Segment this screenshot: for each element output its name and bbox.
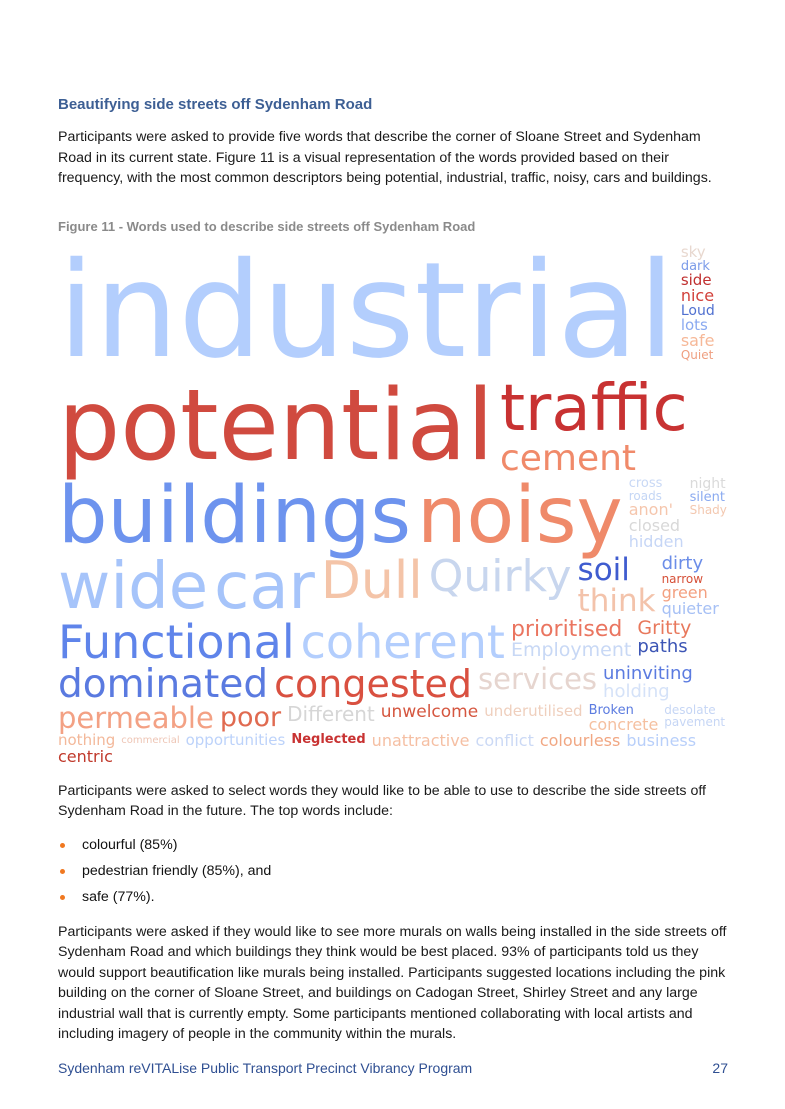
word: noisy <box>417 470 623 561</box>
word: wide <box>58 549 209 624</box>
word: anon' <box>628 499 673 519</box>
cloud-row: buildings noisy cross roads anon' closed… <box>58 477 730 555</box>
word: potential <box>58 368 494 483</box>
word: industrial <box>58 233 675 388</box>
word: conflict <box>475 730 534 750</box>
word: unwelcome <box>380 701 479 722</box>
word: car <box>214 549 315 624</box>
word: holding <box>603 680 670 702</box>
cloud-column: night silent Shady <box>690 477 727 516</box>
word: prioritised <box>510 616 623 642</box>
cloud-column: cross roads anon' closed hidden <box>629 477 684 550</box>
word: sky <box>680 242 706 261</box>
word: think <box>577 582 656 619</box>
word: nothing <box>58 730 116 749</box>
cloud-row: Functional coherent prioritised Employme… <box>58 614 730 669</box>
word: night <box>689 475 726 492</box>
cloud-column: sky dark side nice Loud lots safe Quiet <box>680 242 715 362</box>
cloud-row: industrial sky dark side nice Loud lots … <box>58 233 730 388</box>
list-item: pedestrian friendly (85%), and <box>58 862 730 888</box>
cloud-column: uninviting holding <box>603 662 693 702</box>
word: Quirky <box>428 550 572 602</box>
list-item: colourful (85%) <box>58 836 730 862</box>
word: Different <box>287 701 375 726</box>
figure-caption: Figure 11 - Words used to describe side … <box>58 218 476 234</box>
page-number: 27 <box>712 1060 728 1076</box>
word: silent <box>689 489 725 505</box>
section-title: Beautifying side streets off Sydenham Ro… <box>58 96 373 113</box>
cloud-column: Gritty paths <box>637 616 692 657</box>
word: paths <box>637 635 688 657</box>
word: services <box>478 661 598 696</box>
list-item: safe (77%). <box>58 888 730 914</box>
cloud-column: traffic cement <box>500 377 688 477</box>
cloud-row: potential traffic cement <box>58 377 730 477</box>
page-footer: Sydenham reVITALise Public Transport Pre… <box>58 1060 728 1077</box>
cloud-row: dominated congested services uninviting … <box>58 661 730 707</box>
footer-program-name: Sydenham reVITALise Public Transport Pre… <box>58 1060 473 1076</box>
word: cement <box>499 437 637 479</box>
cloud-column: dirty narrow green quieter <box>661 552 719 618</box>
word: congested <box>274 661 473 706</box>
word: quieter <box>661 598 719 618</box>
intro-paragraph: Participants were asked to provide five … <box>58 129 712 186</box>
word: uninviting <box>603 662 693 684</box>
word: side <box>680 270 712 289</box>
word: buildings <box>58 470 412 561</box>
word: permeable <box>58 700 214 735</box>
cloud-column: Broken concrete <box>589 704 659 733</box>
word: dominated <box>58 661 269 707</box>
murals-paragraph: Participants were asked if they would li… <box>58 923 727 1043</box>
word: safe <box>680 330 715 350</box>
word: traffic <box>499 371 688 446</box>
word: Gritty <box>637 616 692 639</box>
word: Neglected <box>291 731 366 747</box>
word: colourless <box>539 730 621 750</box>
word: nice <box>680 285 715 305</box>
word: Broken <box>588 702 634 718</box>
page-content: Beautifying side streets off Sydenham Ro… <box>58 96 730 1045</box>
word: Employment <box>510 638 632 661</box>
cloud-column: prioritised Employment <box>510 616 632 661</box>
word: opportunities <box>185 730 286 749</box>
word: closed <box>628 515 681 535</box>
word: pavement <box>664 714 726 729</box>
word: desolate <box>664 702 716 717</box>
word: Dull <box>320 550 423 611</box>
word: narrow <box>661 571 704 586</box>
cloud-row: wide car Dull Quirky soil think dirty na… <box>58 549 730 624</box>
word: roads <box>628 488 662 503</box>
word: dark <box>680 258 710 274</box>
cloud-column: soil think <box>577 551 656 619</box>
word: business <box>626 730 697 750</box>
cloud-row: permeable poor Different unwelcome under… <box>58 700 730 735</box>
word: Loud <box>680 302 715 319</box>
word: coherent <box>300 614 505 669</box>
word: lots <box>680 315 708 334</box>
word: hidden <box>628 531 684 551</box>
word: Functional <box>58 614 295 669</box>
word: Shady <box>689 502 727 517</box>
word: cross <box>628 475 663 491</box>
word: concrete <box>588 714 659 734</box>
word: soil <box>577 551 630 588</box>
word: dirty <box>661 552 704 574</box>
future-intro-paragraph: Participants were asked to select words … <box>58 782 706 820</box>
word: green <box>661 582 708 602</box>
word-cloud: industrial sky dark side nice Loud lots … <box>58 233 730 766</box>
cloud-row: nothing commercial opportunities Neglect… <box>58 730 730 766</box>
top-words-list: colourful (85%) pedestrian friendly (85%… <box>58 836 730 914</box>
word: commercial <box>121 734 180 746</box>
cloud-column: desolate pavement <box>664 704 725 728</box>
word: underutilised <box>484 701 583 720</box>
word: poor <box>219 701 282 733</box>
word: centric <box>58 746 113 766</box>
word: unattractive <box>371 730 470 750</box>
word: Quiet <box>680 347 714 362</box>
